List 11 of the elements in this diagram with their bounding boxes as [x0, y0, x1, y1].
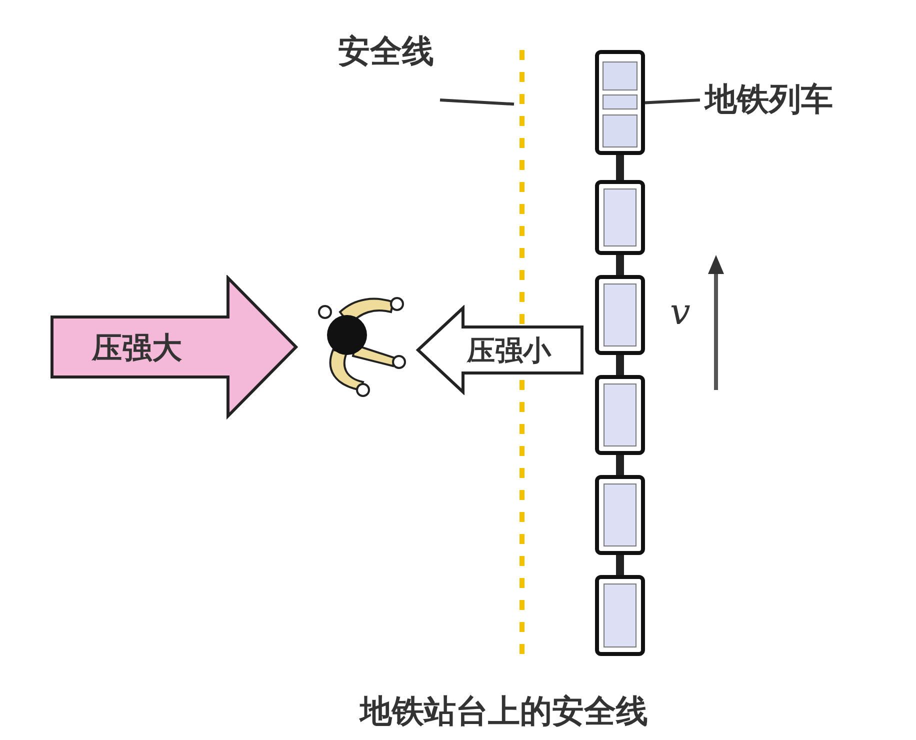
arrow-shape: [50, 275, 300, 420]
velocity-label: v: [670, 292, 690, 333]
leader-line: [440, 98, 514, 106]
callout-label: 安全线: [338, 30, 458, 80]
leader-line: [644, 98, 700, 104]
train-drawing: [595, 50, 645, 656]
arrow-shape: [415, 305, 585, 395]
callout-label: 地铁列车: [705, 78, 885, 128]
caption: 地铁站台上的安全线: [360, 691, 648, 732]
arrow-label: 压强小: [467, 333, 551, 369]
arrow-label: 压强大: [92, 330, 182, 368]
